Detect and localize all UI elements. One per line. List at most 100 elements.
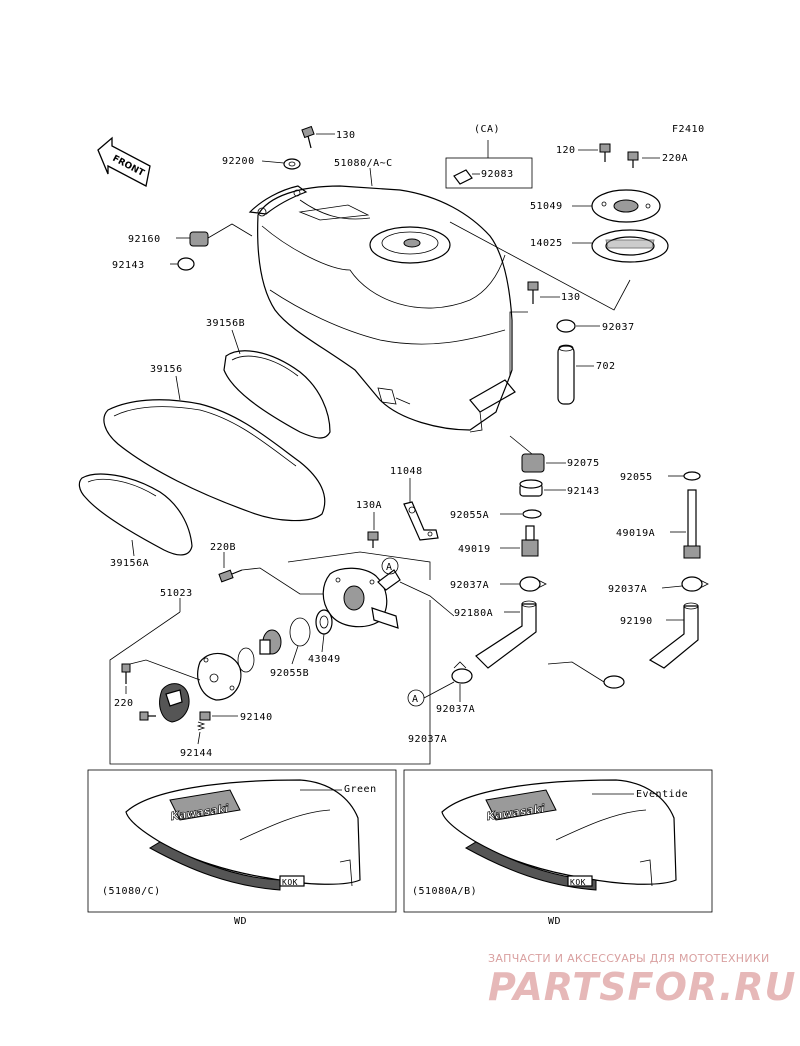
cock-plate <box>197 652 242 701</box>
variant-right-badge: KOK <box>570 878 586 887</box>
screw-220B <box>218 552 330 595</box>
seat-pad-39156 <box>103 375 326 522</box>
label-51023: 51023 <box>160 588 193 599</box>
label-92055B: 92055B <box>270 668 309 679</box>
variant-left-region: WD <box>234 916 247 927</box>
hose-702 <box>557 344 594 405</box>
label-92037: 92037 <box>602 322 635 333</box>
label-92144: 92144 <box>180 748 213 759</box>
variant-right-region: WD <box>548 916 561 927</box>
label-130-top: 130 <box>336 130 356 141</box>
variant-left-color: Green <box>344 784 377 795</box>
label-130A: 130A <box>356 500 382 511</box>
label-92037A-low: 92037A <box>436 704 475 715</box>
pad-39156B <box>223 329 331 439</box>
filter-43049 <box>315 609 333 653</box>
label-39156B: 39156B <box>206 318 245 329</box>
clamp-92037 <box>556 319 600 333</box>
label-92055: 92055 <box>620 472 653 483</box>
label-92143-top: 92143 <box>112 260 145 271</box>
variant-right-code: (51080A/B) <box>412 886 477 897</box>
bracket-11048 <box>403 478 439 541</box>
collar-92143-mid <box>519 479 566 497</box>
label-92037A-mid: 92037A <box>450 580 489 591</box>
ca-label: (CA) <box>474 124 500 135</box>
label-39156A: 39156A <box>110 558 149 569</box>
ring-14025 <box>572 229 669 263</box>
label-92143-mid: 92143 <box>567 486 600 497</box>
damper-92075 <box>509 435 566 473</box>
callout-a-top: A <box>381 557 399 575</box>
svg-text:A: A <box>412 694 419 705</box>
label-92180A: 92180A <box>454 608 493 619</box>
clamp-92037A-right <box>661 576 709 592</box>
fuel-tank <box>248 185 516 433</box>
hose-92180A <box>475 600 537 669</box>
screw-small <box>139 711 156 721</box>
label-49019: 49019 <box>458 544 491 555</box>
label-39156: 39156 <box>150 364 183 375</box>
label-220: 220 <box>114 698 134 709</box>
label-92037A-bottom: 92037A <box>408 734 447 745</box>
fuel-cock-body <box>322 567 401 629</box>
label-51049: 51049 <box>530 201 563 212</box>
variant-left-code: (51080/C) <box>102 886 161 897</box>
variant-left-badge: KOK <box>282 878 298 887</box>
oring-92055A <box>500 509 542 519</box>
screw-120 <box>578 143 611 162</box>
front-arrow: FRONT <box>97 136 151 187</box>
pad-39156A <box>78 473 193 557</box>
watermark-tagline: ЗАПЧАСТИ И АКСЕССУАРЫ ДЛЯ МОТОТЕХНИКИ <box>488 952 770 965</box>
collar-92143-top <box>170 257 195 271</box>
variant-panel-right: Kawasaki KOK Eventide (51080A/B) <box>403 769 713 913</box>
cock-lever <box>159 683 190 723</box>
label-92200: 92200 <box>222 156 255 167</box>
label-120: 120 <box>556 145 576 156</box>
bolt-130-top <box>301 125 335 149</box>
label-43049: 43049 <box>308 654 341 665</box>
label-11048: 11048 <box>390 466 423 477</box>
ca-box <box>445 157 533 189</box>
label-14025: 14025 <box>530 238 563 249</box>
variant-right-color: Eventide <box>636 789 688 800</box>
svg-text:A: A <box>386 562 393 573</box>
washer-92200 <box>261 158 301 170</box>
callout-a-low: A <box>407 681 455 707</box>
fuel-cock-frame <box>109 551 431 765</box>
hose-92190 <box>648 602 699 669</box>
label-92083: 92083 <box>481 169 514 180</box>
screw-220 <box>121 659 201 694</box>
watermark-brand: PARTSFOR.RU <box>488 965 796 1009</box>
label-92190: 92190 <box>620 616 653 627</box>
pipe-49019A <box>670 489 701 559</box>
label-130-mid: 130 <box>561 292 581 303</box>
label-92037A-right: 92037A <box>608 584 647 595</box>
screw-92140 <box>199 711 238 721</box>
clamp-bottom-right <box>547 661 625 689</box>
cap-51049 <box>572 189 661 223</box>
bolt-130A <box>367 512 379 548</box>
pipe-49019 <box>500 525 539 557</box>
spring-92144 <box>196 721 206 745</box>
label-49019A: 49019A <box>616 528 655 539</box>
oring-small <box>237 647 255 673</box>
oring-92055 <box>668 471 701 481</box>
oring-92055B <box>289 617 311 665</box>
bolt-130-mid <box>509 281 560 376</box>
label-220B: 220B <box>210 542 236 553</box>
clamp-92037A-low <box>451 661 473 684</box>
label-702: 702 <box>596 361 616 372</box>
label-92075: 92075 <box>567 458 600 469</box>
label-92055A-visible: 92055A <box>450 510 489 521</box>
label-220A: 220A <box>662 153 688 164</box>
cap-92083 <box>453 169 480 185</box>
clamp-92037A-mid <box>500 576 547 592</box>
grommet-92160 <box>176 223 253 247</box>
valve-element <box>259 629 282 655</box>
label-92140: 92140 <box>240 712 273 723</box>
label-51080: 51080/A~C <box>334 158 393 169</box>
variant-panel-left: Kawasaki KOK Green (51080/C) <box>87 769 397 913</box>
figure-code: F2410 <box>672 124 705 135</box>
screw-220A <box>627 151 660 168</box>
